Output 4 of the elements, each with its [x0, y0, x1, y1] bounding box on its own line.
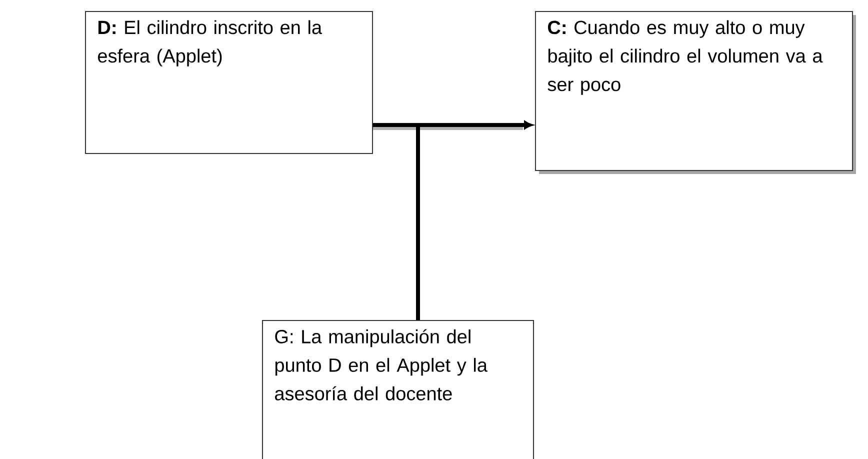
text-box: G: La manipulación del punto D en el Applet y la asesoría del docente — [262, 320, 534, 459]
text-box: C: Cuando es muy alto o muy bajito el cilindro el volumen va a ser poco — [535, 11, 856, 174]
arrow — [416, 121, 532, 320]
text-box: D: El cilindro inscrito en la esfera (Applet) — [85, 11, 373, 154]
